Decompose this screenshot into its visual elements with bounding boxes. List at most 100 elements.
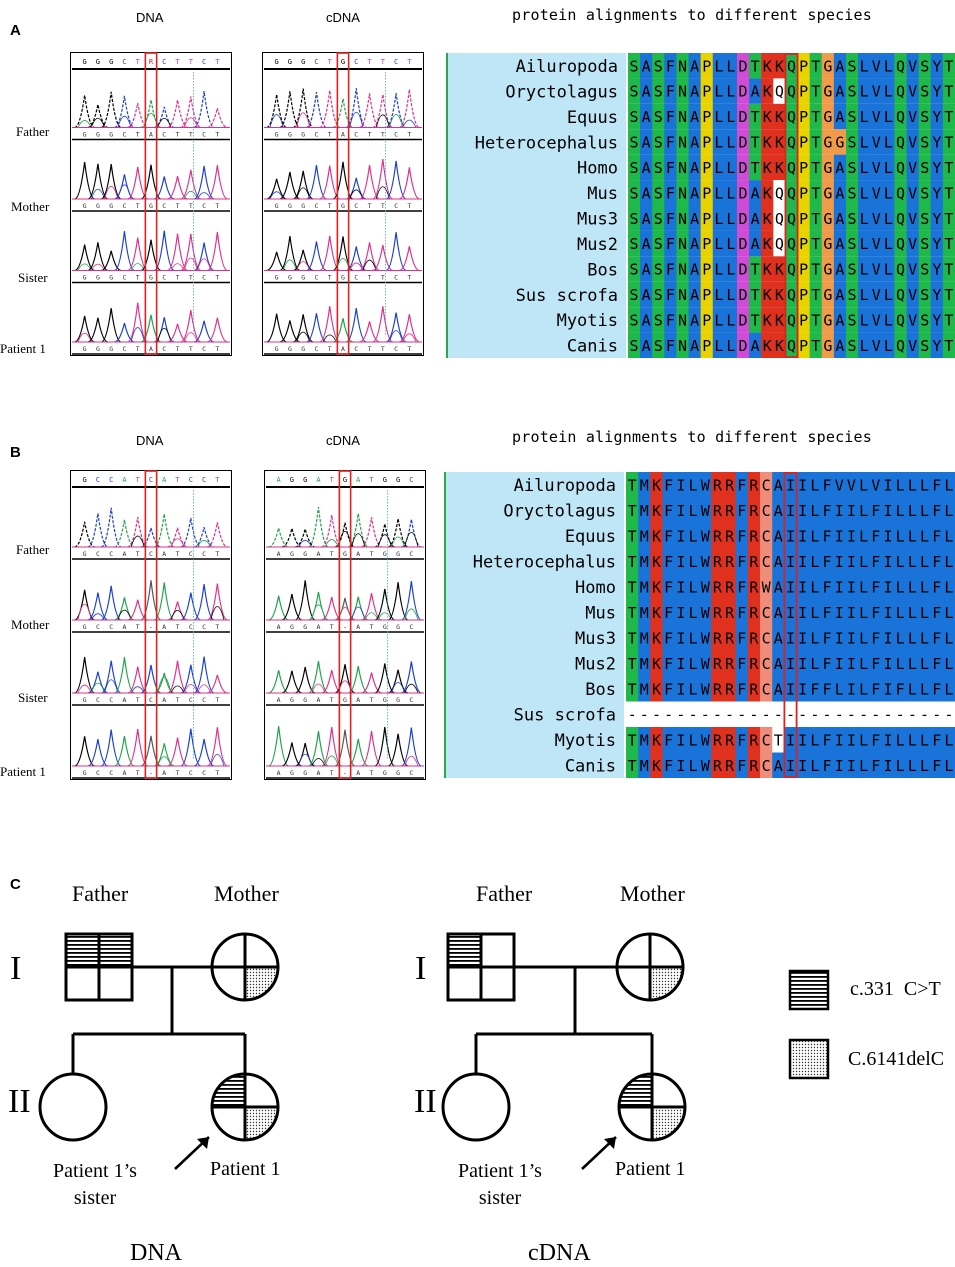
base-call: T bbox=[370, 769, 374, 777]
residue-cell bbox=[797, 256, 811, 282]
residue: D bbox=[739, 311, 748, 329]
residue: L bbox=[908, 604, 917, 622]
residue: L bbox=[810, 731, 819, 749]
residue: L bbox=[726, 57, 735, 75]
base-call: C bbox=[202, 769, 206, 777]
residue: F bbox=[664, 578, 673, 596]
residue-cell bbox=[821, 332, 835, 358]
residue-cell bbox=[652, 256, 665, 282]
base-call: G bbox=[109, 202, 113, 210]
trace-minor-peak bbox=[197, 258, 212, 271]
residue: - bbox=[823, 705, 832, 723]
residue-cell bbox=[894, 676, 907, 702]
residue-cell bbox=[688, 129, 702, 155]
residue-cell bbox=[662, 599, 676, 625]
chromatogram-frame bbox=[262, 52, 424, 356]
residue: Y bbox=[932, 184, 941, 202]
residue: I bbox=[676, 502, 685, 520]
residue-cell bbox=[688, 154, 702, 181]
residue: - bbox=[932, 705, 941, 723]
residue: V bbox=[908, 311, 917, 329]
residue-cell bbox=[906, 548, 919, 574]
residue: F bbox=[932, 680, 941, 698]
residue: A bbox=[690, 311, 699, 329]
residue-cell bbox=[846, 78, 859, 104]
gap-cell bbox=[796, 701, 809, 727]
trace-minor-peak bbox=[375, 186, 390, 200]
residue-cell bbox=[784, 727, 797, 753]
residue: - bbox=[883, 705, 892, 723]
residue-cell bbox=[688, 332, 702, 358]
residue: L bbox=[689, 553, 698, 571]
residue-cell bbox=[797, 180, 811, 206]
residue: A bbox=[751, 235, 760, 253]
residue: L bbox=[908, 476, 917, 494]
residue-cell bbox=[820, 472, 834, 498]
base-call: A bbox=[356, 476, 361, 484]
residue-cell bbox=[699, 676, 712, 702]
residue-cell bbox=[906, 53, 920, 79]
gap-cell bbox=[894, 701, 907, 727]
residue-cell bbox=[918, 281, 932, 308]
residue-cell bbox=[650, 625, 663, 651]
residue-cell bbox=[628, 129, 641, 155]
base-call: C bbox=[189, 623, 193, 631]
base-call: G bbox=[303, 550, 307, 558]
residue-cell bbox=[640, 281, 653, 308]
residue: S bbox=[920, 210, 929, 228]
base-call: G bbox=[288, 131, 292, 139]
base-call: C bbox=[202, 696, 206, 704]
base-call: G bbox=[96, 202, 100, 210]
residue-cell bbox=[857, 472, 871, 498]
base-call: G bbox=[303, 696, 307, 704]
residue: L bbox=[944, 655, 953, 673]
residue-cell bbox=[796, 472, 810, 498]
residue: T bbox=[944, 286, 953, 304]
residue-cell bbox=[674, 472, 688, 498]
trace-peak bbox=[167, 176, 188, 200]
residue-cell bbox=[735, 548, 749, 574]
residue-cell bbox=[833, 497, 846, 523]
residue-cell bbox=[772, 676, 785, 702]
trace-minor-peak bbox=[402, 333, 417, 343]
residue: D bbox=[739, 184, 748, 202]
residue: L bbox=[884, 83, 893, 101]
residue-cell bbox=[674, 650, 688, 676]
residue-cell bbox=[797, 281, 811, 308]
residue-cell bbox=[628, 103, 641, 130]
residue-cell bbox=[664, 256, 677, 282]
residue: - bbox=[896, 705, 905, 723]
base-call: T bbox=[189, 274, 193, 282]
residue: A bbox=[774, 655, 783, 673]
residue-cell bbox=[737, 332, 750, 358]
residue: I bbox=[676, 731, 685, 749]
residue: L bbox=[714, 261, 723, 279]
residue-cell bbox=[638, 574, 651, 600]
residue: L bbox=[726, 159, 735, 177]
residue: L bbox=[896, 476, 905, 494]
residue: L bbox=[689, 578, 698, 596]
residue-cell bbox=[869, 523, 883, 549]
residue-cell bbox=[785, 307, 798, 333]
residue: A bbox=[690, 159, 699, 177]
residue: A bbox=[835, 184, 844, 202]
residue: I bbox=[786, 476, 795, 494]
residue: L bbox=[860, 337, 869, 355]
residue-cell bbox=[650, 523, 663, 549]
residue: I bbox=[847, 655, 856, 673]
trace-peak bbox=[194, 526, 215, 548]
residue-cell bbox=[650, 548, 663, 574]
residue: S bbox=[654, 108, 663, 126]
sister-symbol bbox=[38, 1072, 108, 1142]
residue: S bbox=[920, 83, 929, 101]
residue: W bbox=[701, 527, 711, 545]
residue-cell bbox=[761, 332, 774, 358]
residue-cell bbox=[930, 103, 944, 130]
residue-cell bbox=[747, 523, 761, 549]
gap-cell bbox=[674, 701, 687, 727]
residue-cell bbox=[737, 180, 750, 206]
base-call: T bbox=[215, 202, 219, 210]
residue: R bbox=[713, 553, 723, 571]
residue-cell bbox=[906, 523, 919, 549]
residue-cell bbox=[833, 676, 846, 702]
